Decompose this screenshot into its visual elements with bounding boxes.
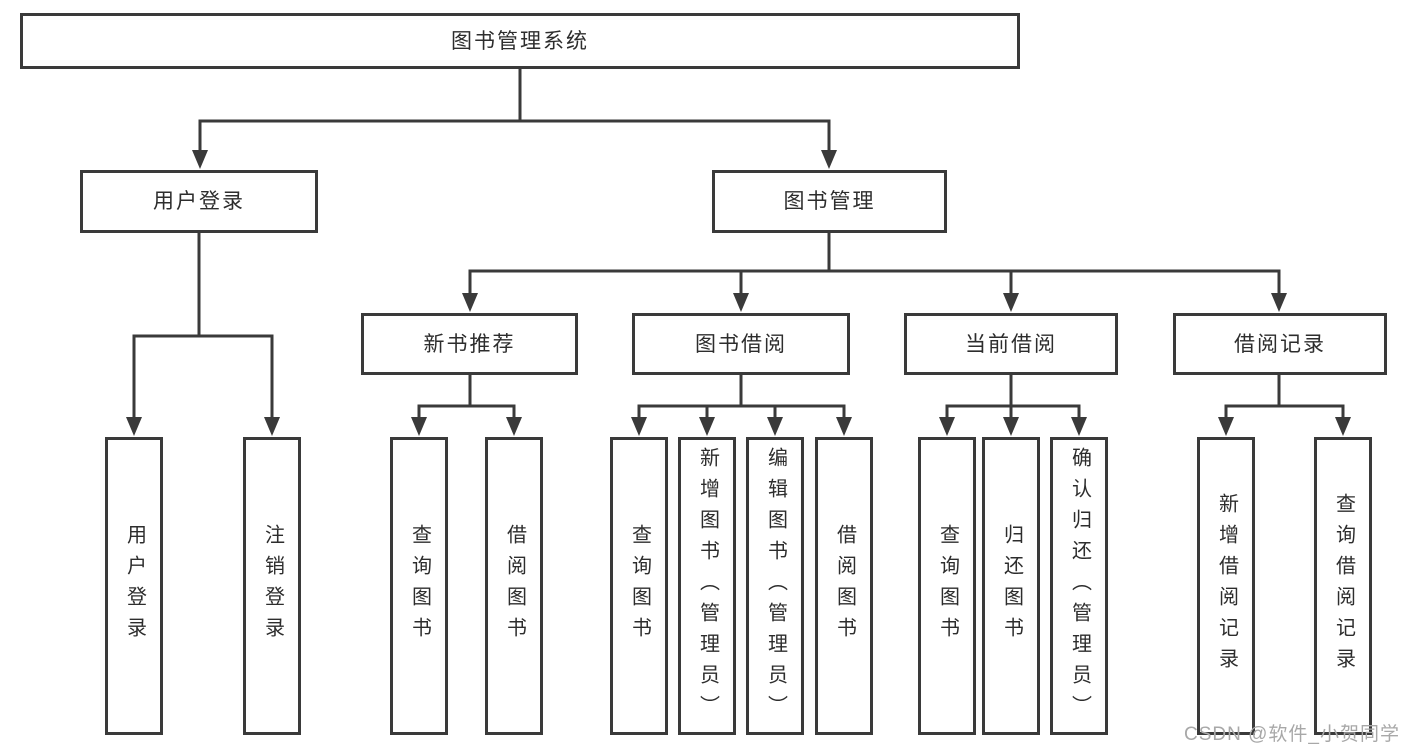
node-recommend-query-books: 查询图书 <box>390 437 448 735</box>
node-label: 新书推荐 <box>423 332 516 356</box>
node-label: 图书管理系统 <box>451 29 589 53</box>
node-new-book-recommend: 新书推荐 <box>361 313 578 375</box>
arrowhead <box>1218 417 1234 436</box>
node-borrowing-records: 借阅记录 <box>1173 313 1387 375</box>
node-label: 借阅图书 <box>503 524 526 648</box>
node-label: 新增图书（管理员） <box>696 446 719 726</box>
arrowhead <box>1335 417 1351 436</box>
arrowhead <box>733 293 749 312</box>
arrowhead <box>506 417 522 436</box>
arrowhead <box>821 150 837 169</box>
node-label: 查询图书 <box>628 524 651 648</box>
node-label: 归还图书 <box>1000 524 1023 648</box>
node-borrowing-edit-books-admin: 编辑图书（管理员） <box>746 437 804 735</box>
node-label: 图书借阅 <box>695 332 787 356</box>
node-label: 图书管理 <box>783 190 876 213</box>
node-borrowing-query-books: 查询图书 <box>610 437 668 735</box>
csdn-watermark: CSDN @软件_小贺同学 <box>1184 724 1400 745</box>
node-current-borrowing: 当前借阅 <box>904 313 1118 375</box>
arrowhead <box>836 417 852 436</box>
arrowhead <box>631 417 647 436</box>
node-label: 借阅记录 <box>1234 332 1326 356</box>
node-label: 借阅图书 <box>833 524 856 648</box>
node-label: 查询图书 <box>936 524 959 648</box>
node-label: 注销登录 <box>261 524 284 648</box>
arrowhead <box>462 293 478 312</box>
arrowhead <box>767 417 783 436</box>
node-label: 查询借阅记录 <box>1332 493 1355 679</box>
node-records-add-record: 新增借阅记录 <box>1197 437 1255 735</box>
node-label: 确认归还（管理员） <box>1068 446 1091 726</box>
arrowhead <box>939 417 955 436</box>
node-borrowing-add-books-admin: 新增图书（管理员） <box>678 437 736 735</box>
node-logout-action: 注销登录 <box>243 437 301 735</box>
node-current-query-books: 查询图书 <box>918 437 976 735</box>
arrowhead <box>126 417 142 436</box>
node-label: 新增借阅记录 <box>1215 493 1238 679</box>
node-current-return-books: 归还图书 <box>982 437 1040 735</box>
node-label: 编辑图书（管理员） <box>764 446 787 726</box>
node-current-confirm-return-admin: 确认归还（管理员） <box>1050 437 1108 735</box>
arrowhead <box>1003 293 1019 312</box>
arrowhead <box>192 150 208 169</box>
node-user-login-action: 用户登录 <box>105 437 163 735</box>
node-label: 用户登录 <box>123 524 146 648</box>
arrowhead <box>264 417 280 436</box>
node-borrowing-borrow-books: 借阅图书 <box>815 437 873 735</box>
arrowhead <box>699 417 715 436</box>
node-records-query-record: 查询借阅记录 <box>1314 437 1372 735</box>
node-label: 当前借阅 <box>965 332 1057 356</box>
node-book-borrowing: 图书借阅 <box>632 313 850 375</box>
node-book-management: 图书管理 <box>712 170 947 233</box>
arrowhead <box>1271 293 1287 312</box>
arrowhead <box>1003 417 1019 436</box>
node-user-login: 用户登录 <box>80 170 318 233</box>
arrowhead <box>411 417 427 436</box>
node-label: 用户登录 <box>153 190 245 213</box>
node-recommend-borrow-books: 借阅图书 <box>485 437 543 735</box>
node-library-management-system: 图书管理系统 <box>20 13 1020 69</box>
arrowhead <box>1071 417 1087 436</box>
node-label: 查询图书 <box>408 524 431 648</box>
